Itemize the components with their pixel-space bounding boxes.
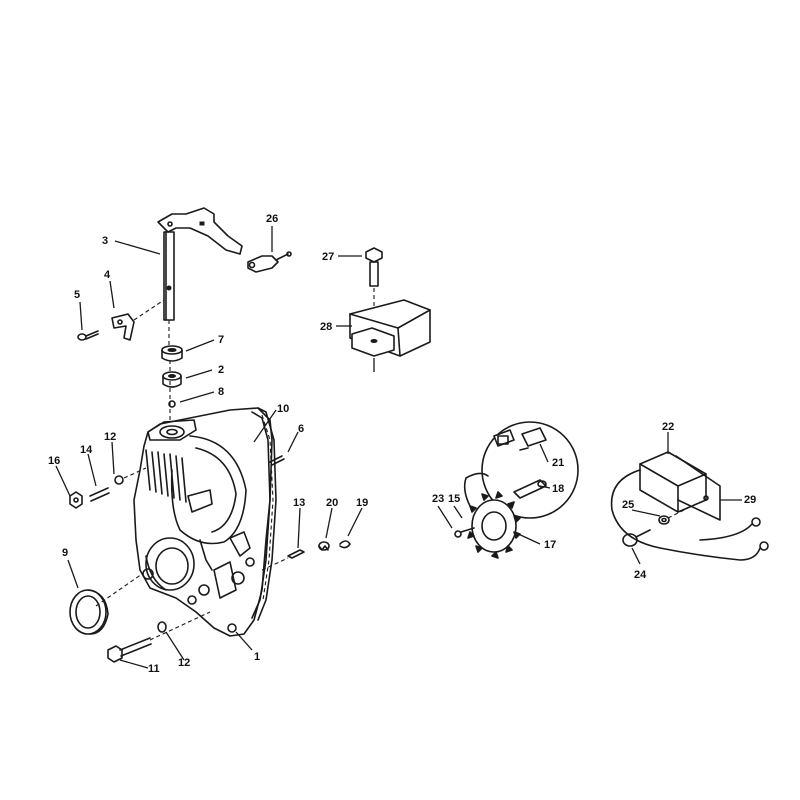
callout-10: 10 <box>277 403 289 415</box>
callout-4: 4 <box>104 269 111 281</box>
callout-11: 11 <box>148 663 160 675</box>
plate-part-29 <box>675 455 721 521</box>
callout-28: 28 <box>320 321 332 333</box>
callout-13: 13 <box>293 497 305 509</box>
leader-lines <box>55 226 742 669</box>
callout-12b: 12 <box>178 657 190 669</box>
screw-part-5 <box>77 330 99 341</box>
callout-7: 7 <box>218 334 224 346</box>
callout-23: 23 <box>432 493 444 505</box>
callout-16: 16 <box>48 455 60 467</box>
callout-19: 19 <box>356 497 368 509</box>
bracket-part-4 <box>111 313 135 341</box>
ignition-wire <box>610 469 761 561</box>
bolt-part-11 <box>107 637 152 663</box>
link-part-26 <box>247 251 292 273</box>
stator-part-17 <box>467 491 521 559</box>
callout-14: 14 <box>80 444 93 456</box>
callout-20: 20 <box>326 497 338 509</box>
governor-lever-part-3 <box>157 207 243 345</box>
callout-18: 18 <box>552 483 564 495</box>
bolt-part-27 <box>365 247 383 287</box>
callout-17: 17 <box>544 539 556 551</box>
callout-24: 24 <box>634 569 647 581</box>
stator-lead-wire <box>463 472 489 507</box>
washer-part-25 <box>658 515 670 525</box>
callout-3: 3 <box>102 235 108 247</box>
callout-5: 5 <box>74 289 80 301</box>
callout-1: 1 <box>254 651 260 663</box>
pin-part-13 <box>261 549 305 571</box>
callout-22: 22 <box>662 421 674 433</box>
o-ring-part-8 <box>168 400 176 408</box>
washer-part-12-bottom <box>157 621 167 633</box>
callout-25: 25 <box>622 499 634 511</box>
callout-21: 21 <box>552 457 564 469</box>
screw-part-23 <box>454 527 475 538</box>
washer-part-12-left <box>114 475 124 485</box>
callout-6: 6 <box>298 423 304 435</box>
spring-part-20 <box>318 541 330 551</box>
callout-15: 15 <box>448 493 460 505</box>
pin-part-6 <box>269 455 285 466</box>
bushing-part-2 <box>162 371 182 388</box>
callout-27: 27 <box>322 251 334 263</box>
callout-12a: 12 <box>104 431 116 443</box>
stud-part-14 <box>89 487 110 502</box>
callout-labels: 1 2 3 4 5 6 7 8 9 10 11 12 12 13 14 15 1… <box>48 213 756 675</box>
clip-part-19 <box>339 540 351 549</box>
callout-29: 29 <box>744 494 756 506</box>
gear-cover-housing-part-1 <box>133 407 277 637</box>
module-part-28 <box>349 299 431 357</box>
callout-2: 2 <box>218 364 224 376</box>
nut-part-16 <box>69 491 83 509</box>
bushing-part-7 <box>161 345 183 362</box>
ignition-module-part-22 <box>639 451 707 513</box>
oil-seal-part-9 <box>69 589 109 635</box>
callout-26: 26 <box>266 213 278 225</box>
callout-9: 9 <box>62 547 68 559</box>
stator-inset-circle <box>481 421 579 519</box>
callout-8: 8 <box>218 386 224 398</box>
screw-part-24 <box>622 529 651 547</box>
